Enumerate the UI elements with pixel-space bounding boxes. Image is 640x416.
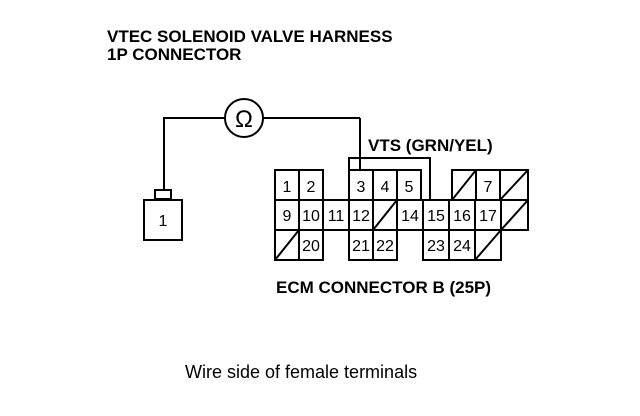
ecm-terminal-10: 10 [302,208,320,225]
diagram-caption: Wire side of female terminals [185,362,417,382]
ecm-terminal-15: 15 [427,208,445,225]
ecm-terminal-21: 21 [352,238,370,255]
ecm-terminal-9: 9 [283,208,292,225]
ecm-terminal-1: 1 [283,179,292,196]
diagram-title-line2: 1P CONNECTOR [107,45,241,64]
ecm-terminal-11: 11 [328,208,345,225]
diagram-title-line1: VTEC SOLENOID VALVE HARNESS [107,27,393,46]
ecm-blank-25: / [0,0,1,1]
ecm-terminal-4: 4 [381,179,390,196]
ecm-connector-label: ECM CONNECTOR B (25P) [276,278,491,297]
ecm-terminal-23: 23 [427,238,445,255]
ecm-terminal-16: 16 [453,208,471,225]
ecm-terminal-22: 22 [376,238,394,255]
solenoid-terminal-1: 1 [159,213,168,230]
ecm-terminal-3: 3 [357,179,366,196]
vts-wire-label: VTS (GRN/YEL) [368,136,493,155]
ecm-terminal-14: 14 [401,208,419,225]
ecm-terminal-17: 17 [479,208,497,225]
ecm-terminal-5: 5 [405,179,414,196]
ecm-connector-b: 1 2 3 4 5 7 9 10 11 12 14 15 16 17 [274,169,529,261]
ohm-symbol: Ω [235,106,253,133]
solenoid-1p-connector: 1 [143,189,183,241]
ecm-terminal-20: 20 [302,238,320,255]
ecm-terminal-24: 24 [453,238,471,255]
ohmmeter-icon: Ω [224,98,264,138]
ecm-terminal-2: 2 [307,179,316,196]
ecm-terminal-12: 12 [352,208,370,225]
ecm-terminal-7: 7 [484,179,493,196]
wire-meter-to-solenoid [163,117,225,190]
